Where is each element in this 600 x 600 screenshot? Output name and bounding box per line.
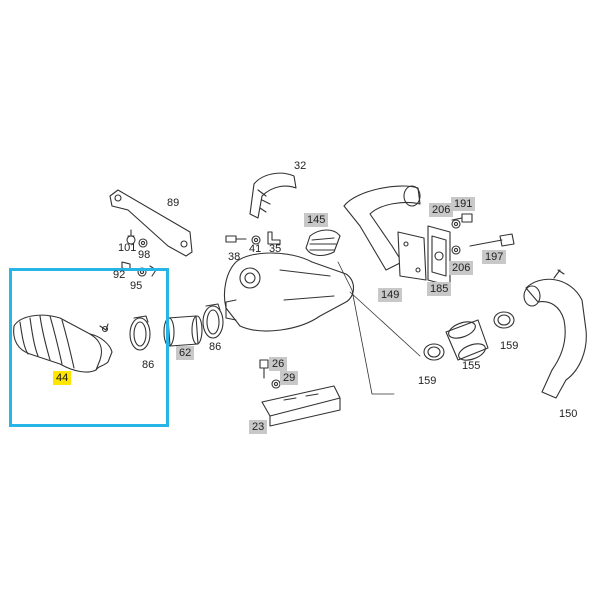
label-185[interactable]: 185 bbox=[427, 282, 452, 296]
part-41-washer[interactable] bbox=[251, 235, 261, 245]
part-159-clamp-lower[interactable] bbox=[423, 343, 445, 361]
part-197-long-bolt[interactable] bbox=[469, 233, 515, 247]
label-41[interactable]: 41 bbox=[249, 243, 262, 255]
part-44-air-hose[interactable] bbox=[13, 314, 113, 373]
part-155-sleeve[interactable] bbox=[445, 319, 489, 364]
part-35-bracket[interactable] bbox=[267, 231, 281, 245]
label-26[interactable]: 26 bbox=[269, 357, 288, 371]
label-23[interactable]: 23 bbox=[249, 420, 268, 434]
label-29[interactable]: 29 bbox=[280, 371, 299, 385]
label-89[interactable]: 89 bbox=[167, 197, 180, 209]
part-206-nut-lower[interactable] bbox=[451, 245, 461, 255]
part-145-bellows[interactable] bbox=[305, 229, 341, 257]
label-159-upper[interactable]: 159 bbox=[500, 340, 519, 352]
part-191-bolt[interactable] bbox=[451, 213, 473, 223]
part-38-bolt[interactable] bbox=[225, 235, 247, 243]
label-98[interactable]: 98 bbox=[138, 249, 151, 261]
label-35[interactable]: 35 bbox=[269, 243, 282, 255]
part-150-pipe[interactable] bbox=[523, 269, 587, 399]
label-62[interactable]: 62 bbox=[176, 346, 195, 360]
label-86-left[interactable]: 86 bbox=[142, 359, 155, 371]
label-206-upper[interactable]: 206 bbox=[429, 203, 454, 217]
part-89-bracket[interactable] bbox=[109, 189, 193, 257]
turbo-housing bbox=[223, 252, 355, 332]
label-149[interactable]: 149 bbox=[378, 288, 403, 302]
part-149-pipe[interactable] bbox=[343, 185, 427, 281]
part-26-bolt[interactable] bbox=[259, 359, 269, 379]
label-206-lower[interactable]: 206 bbox=[449, 261, 474, 275]
part-206-nut-upper[interactable] bbox=[451, 219, 461, 229]
part-159-clamp-upper[interactable] bbox=[493, 311, 515, 329]
label-191[interactable]: 191 bbox=[451, 197, 476, 211]
selection-highlight-box bbox=[9, 268, 169, 427]
part-32-heat-shield[interactable] bbox=[249, 172, 297, 219]
label-38[interactable]: 38 bbox=[228, 251, 241, 263]
part-23-bracket[interactable] bbox=[261, 385, 341, 427]
part-185-gasket[interactable] bbox=[427, 225, 451, 287]
label-197[interactable]: 197 bbox=[482, 250, 507, 264]
label-44-selected[interactable]: 44 bbox=[53, 371, 72, 385]
leader-line-2 bbox=[349, 291, 421, 357]
label-92[interactable]: 92 bbox=[113, 269, 126, 281]
part-101-98-bolts[interactable] bbox=[121, 229, 157, 277]
part-86-clamp-left[interactable] bbox=[129, 315, 151, 351]
part-62-sleeve[interactable] bbox=[163, 315, 203, 347]
label-159-lower[interactable]: 159 bbox=[418, 375, 437, 387]
label-95[interactable]: 95 bbox=[130, 280, 143, 292]
label-155[interactable]: 155 bbox=[462, 360, 481, 372]
label-150[interactable]: 150 bbox=[559, 408, 578, 420]
label-86-right[interactable]: 86 bbox=[209, 341, 222, 353]
part-29-washer[interactable] bbox=[271, 379, 281, 389]
label-32[interactable]: 32 bbox=[294, 160, 307, 172]
label-101[interactable]: 101 bbox=[118, 242, 137, 254]
part-86-clamp-right[interactable] bbox=[202, 303, 224, 339]
leader-line bbox=[337, 261, 395, 395]
label-145[interactable]: 145 bbox=[304, 213, 329, 227]
